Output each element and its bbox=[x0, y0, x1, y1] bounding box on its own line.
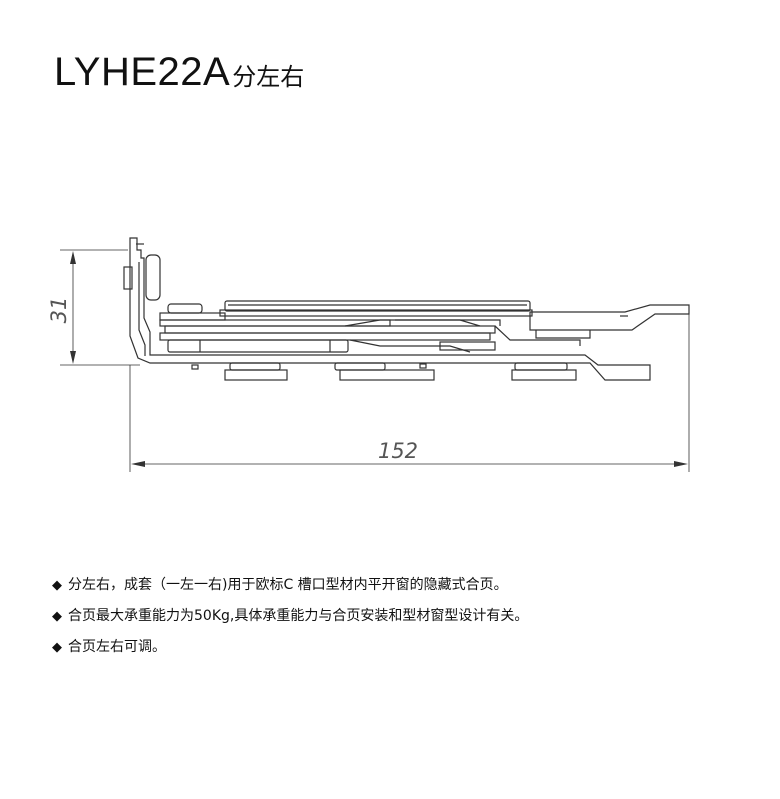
height-dimension-label: 31 bbox=[47, 297, 71, 324]
hinge-outline bbox=[123, 237, 690, 381]
feature-note-text: 合页最大承重能力为50Kg,具体承重能力与合页安装和型材窗型设计有关。 bbox=[68, 608, 529, 624]
width-dimension-label: 152 bbox=[378, 439, 418, 463]
width-dimension bbox=[129, 305, 690, 472]
hinge-technical-drawing: 31 152 bbox=[47, 237, 690, 472]
feature-note: ◆ 合页左右可调。 bbox=[52, 632, 528, 663]
diamond-bullet-icon: ◆ bbox=[52, 640, 62, 655]
diamond-bullet-icon: ◆ bbox=[52, 578, 62, 593]
feature-notes: ◆ 分左右，成套（一左一右)用于欧标C 槽口型材内平开窗的隐藏式合页。 ◆ 合页最大… bbox=[52, 570, 528, 663]
feature-note: ◆ 分左右，成套（一左一右)用于欧标C 槽口型材内平开窗的隐藏式合页。 bbox=[52, 570, 528, 601]
feature-note-text: 分左右，成套（一左一右)用于欧标C 槽口型材内平开窗的隐藏式合页。 bbox=[68, 577, 508, 593]
diamond-bullet-icon: ◆ bbox=[52, 609, 62, 624]
model-subtitle: 分左右 bbox=[232, 63, 305, 91]
feature-note: ◆ 合页最大承重能力为50Kg,具体承重能力与合页安装和型材窗型设计有关。 bbox=[52, 601, 528, 632]
page-title: LYHE22A分左右 bbox=[54, 50, 304, 95]
feature-note-text: 合页左右可调。 bbox=[68, 639, 166, 655]
model-number: LYHE22A bbox=[54, 50, 231, 94]
height-dimension bbox=[60, 249, 140, 366]
